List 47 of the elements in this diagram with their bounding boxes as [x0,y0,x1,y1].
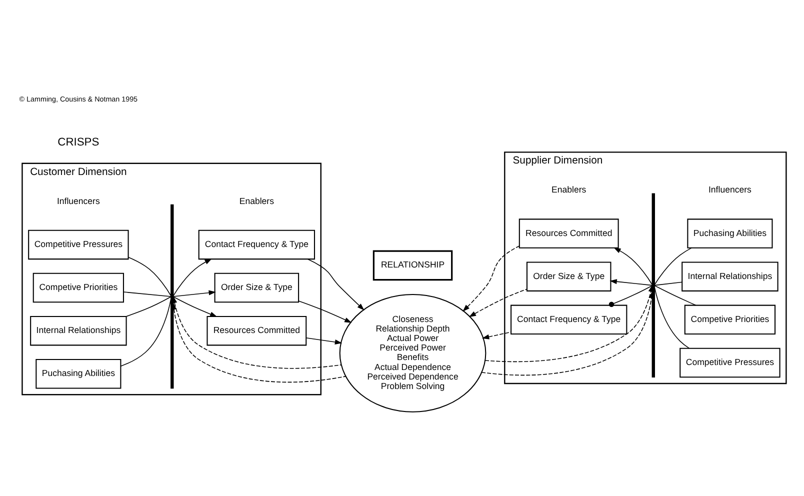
node-box: Competive Priorities [684,304,776,334]
node-ellipse: Closeness Relationship Depth Actual Power Perceived Power Benefits Actual Dependence Perceived Dependence Problem Solving [339,293,486,412]
node-box: Contact Frequency & Type [198,229,316,260]
label: Enablers [552,184,586,194]
connector [608,284,652,307]
connector [126,296,172,316]
node-box: Contact Frequency & Type [510,304,628,334]
node-box: Resources Committed [518,218,619,248]
connector [128,256,172,296]
node-bar [170,204,174,388]
label: CRISPS [58,136,100,148]
connector [120,298,172,366]
connector [654,286,690,348]
arrow [173,296,218,316]
node-box: Resources Committed [206,315,307,346]
arrow [306,336,342,344]
arrow [610,278,652,286]
connector [123,291,172,296]
label: Influencers [56,195,100,206]
arrow [484,284,654,362]
label: Enablers [239,195,274,206]
arrow [481,290,654,376]
label: Influencers [708,184,752,194]
node-box: Competive Priorities [32,272,124,302]
connector [654,284,696,306]
node-box: Internal Relationships [30,315,127,346]
node-bar [652,192,655,377]
arrow [173,290,216,296]
node-box: Order Size & Type [214,272,300,302]
arrow [172,302,346,382]
node-box: Puchasing Abilities [687,218,773,248]
arrow [614,246,652,284]
node-box: RELATIONSHIP [372,250,453,280]
arrow [298,300,352,322]
arrow [172,295,342,368]
arrow [307,258,364,310]
arrow [173,258,212,296]
connector [654,281,682,286]
arrow [482,331,512,339]
arrow [468,288,528,317]
node-box: Competitive Pressures [680,347,780,378]
node-box: Internal Relationships [682,261,778,291]
node-box: Puchasing Abilities [36,358,122,388]
node-box: Order Size & Type [526,261,612,291]
arrow [462,245,520,312]
node-box: Competitive Pressures [28,229,129,260]
connector [654,247,692,284]
